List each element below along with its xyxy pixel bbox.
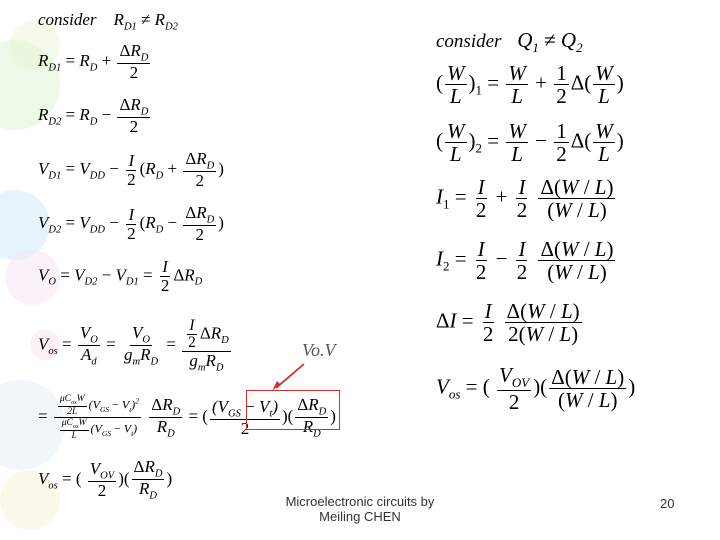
right-consider-line: consider Q1 ≠ Q2 bbox=[436, 28, 583, 56]
footer-credit: Microelectronic circuits by Meiling CHEN bbox=[250, 494, 470, 524]
right-consider-label: consider bbox=[436, 31, 502, 52]
footer-line2: Meiling CHEN bbox=[319, 509, 401, 524]
annotation-label: Vo.V bbox=[302, 340, 336, 360]
highlight-box bbox=[246, 390, 340, 430]
left-consider-label: consider bbox=[38, 10, 97, 29]
annotation-arrow bbox=[272, 363, 305, 391]
footer-line1: Microelectronic circuits by bbox=[285, 494, 435, 509]
page-number: 20 bbox=[660, 496, 675, 511]
left-consider-line: consider RD1 ≠ RD2 bbox=[38, 10, 178, 33]
